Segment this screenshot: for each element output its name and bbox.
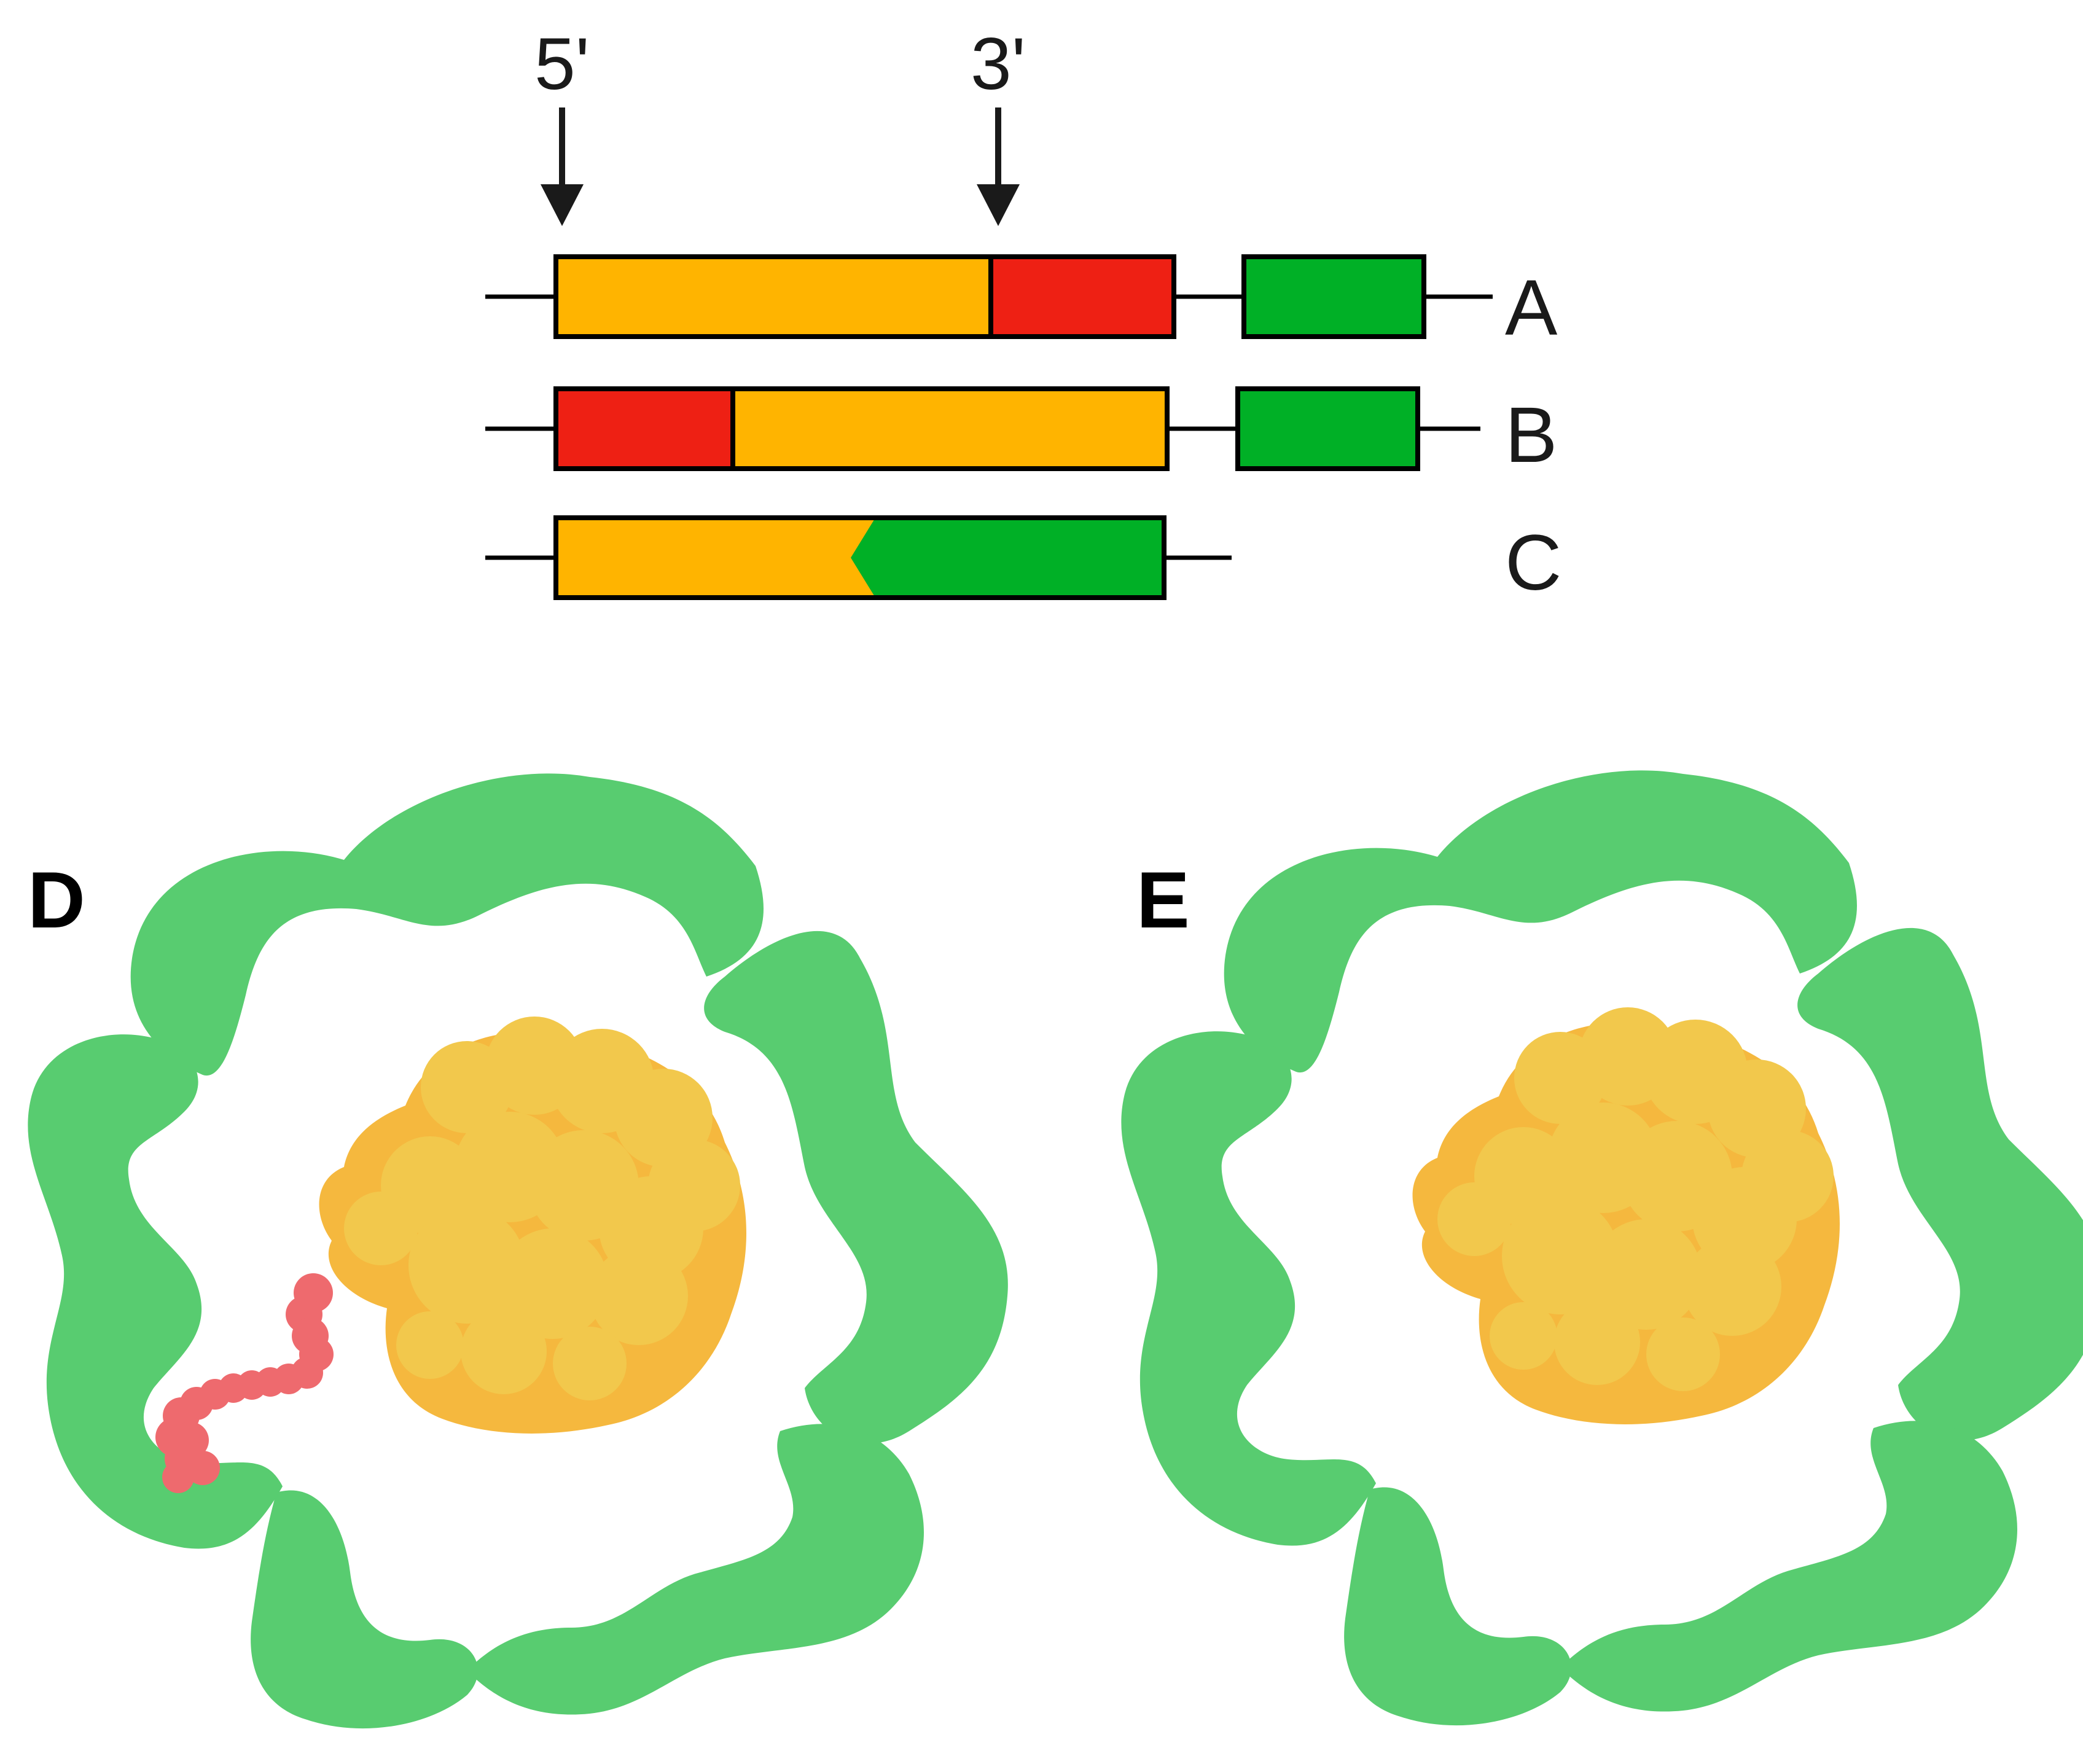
row-a-label: A — [1505, 264, 1558, 352]
panel-d-label: D — [28, 855, 85, 945]
construct-row-b: B — [485, 386, 1557, 479]
green-segment — [1241, 254, 1426, 339]
red-segment — [553, 386, 735, 471]
row-c-label: C — [1505, 519, 1561, 607]
orange-segment — [730, 386, 1170, 471]
construct-row-c: C — [485, 515, 1561, 607]
red-segment — [988, 254, 1176, 339]
arrow-down-icon — [977, 107, 1020, 226]
panel-e-label: E — [1136, 855, 1190, 945]
green-fused-segment — [851, 518, 1164, 598]
five-prime-label: 5' — [534, 23, 590, 105]
construct-row-a: A — [485, 254, 1558, 352]
three-prime-label: 3' — [971, 23, 1026, 105]
green-segment — [1235, 386, 1420, 471]
arrow-down-icon — [541, 107, 584, 226]
yellow-protein-cluster — [319, 1017, 746, 1434]
row-b-label: B — [1505, 391, 1557, 479]
panel-e: E — [1121, 770, 2083, 1726]
green-compartment-ring — [28, 773, 1008, 1729]
orange-segment — [553, 254, 993, 339]
gene-constructs: 5' 3' A B — [485, 23, 1561, 607]
yellow-protein-cluster — [1412, 1007, 1840, 1424]
panel-d: D — [28, 773, 1008, 1729]
red-peptide-chain — [155, 1273, 334, 1493]
green-compartment-ring — [1121, 770, 2083, 1726]
